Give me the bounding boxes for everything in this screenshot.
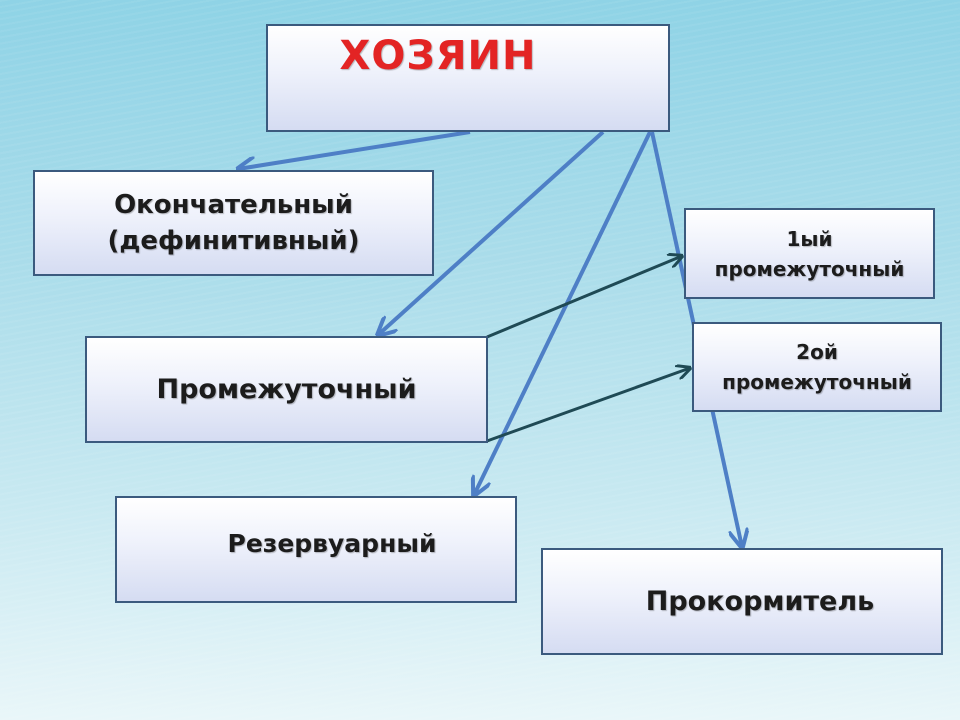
final-host-line2: (дефинитивный) bbox=[107, 226, 360, 256]
arrow-host-to-final bbox=[238, 130, 471, 169]
arrow-intermediate-to-second bbox=[486, 368, 690, 443]
second-intermediate-line2: промежуточный bbox=[722, 370, 912, 394]
first-intermediate-box: 1ый промежуточный bbox=[684, 208, 935, 299]
second-intermediate-box: 2ой промежуточный bbox=[692, 322, 942, 412]
reservoir-host-box: Резервуарный bbox=[115, 496, 517, 603]
reservoir-host-label: Резервуарный bbox=[227, 529, 437, 558]
final-host-line1: Окончательный bbox=[114, 190, 353, 220]
host-label: ХОЗЯИН bbox=[339, 33, 537, 79]
intermediate-host-label: Промежуточный bbox=[156, 374, 417, 405]
second-intermediate-line1: 2ой bbox=[796, 340, 838, 364]
final-host-box: Окончательный (дефинитивный) bbox=[33, 170, 434, 276]
first-intermediate-line2: промежуточный bbox=[714, 256, 905, 281]
intermediate-host-box: Промежуточный bbox=[85, 336, 488, 443]
arrow-host-to-intermediate bbox=[378, 130, 605, 335]
feeder-host-box: Прокормитель bbox=[541, 548, 943, 655]
feeder-host-label: Прокормитель bbox=[645, 586, 875, 617]
host-box: ХОЗЯИН bbox=[266, 24, 670, 132]
first-intermediate-line1: 1ый bbox=[786, 226, 833, 251]
arrow-intermediate-to-first bbox=[486, 256, 682, 339]
arrow-host-to-reservoir bbox=[474, 131, 652, 495]
